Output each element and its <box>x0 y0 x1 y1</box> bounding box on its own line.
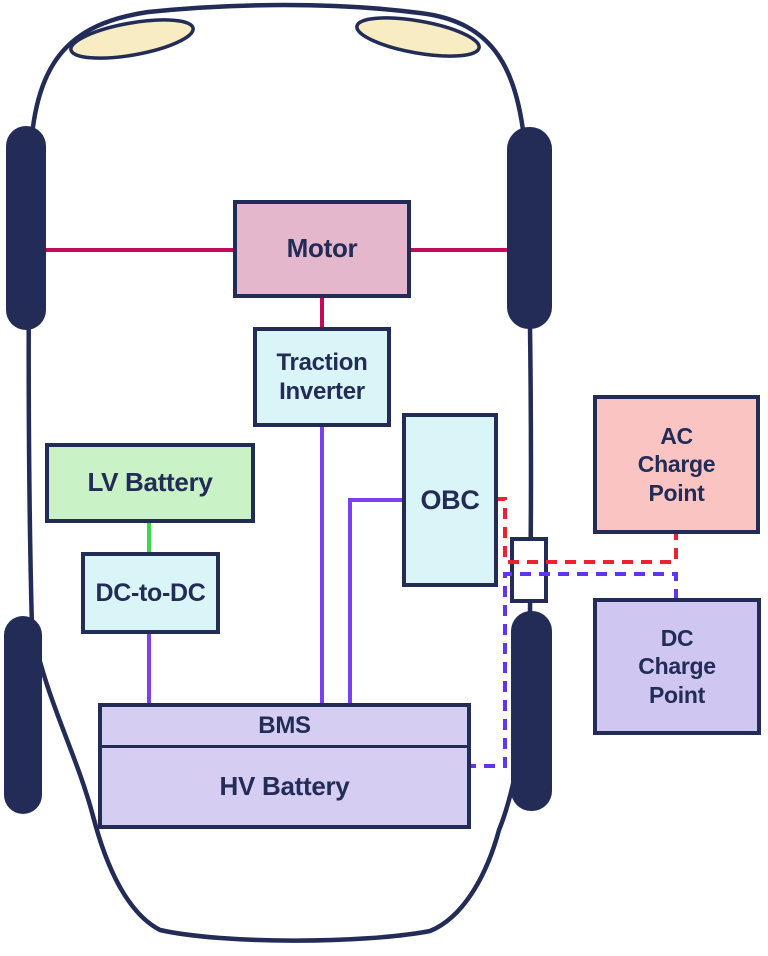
obc-bms-line <box>348 498 405 706</box>
dc-charge-point-label: DC Charge Point <box>638 625 716 708</box>
bms-label: BMS <box>258 712 311 740</box>
traction-inverter-label: Traction Inverter <box>276 348 368 405</box>
hv-dc-dashed-line <box>466 572 678 768</box>
hv-battery-section: HV Battery <box>102 748 467 825</box>
lv-battery-label: LV Battery <box>87 467 213 498</box>
left-headlight-icon <box>69 18 195 60</box>
lv-battery-box: LV Battery <box>45 443 255 523</box>
hv-battery-label: HV Battery <box>219 770 350 801</box>
dc-charge-point-box: DC Charge Point <box>593 598 761 735</box>
front-right-tire <box>507 127 552 329</box>
bms-hv-battery-box: BMS HV Battery <box>98 703 471 829</box>
bms-section: BMS <box>102 707 467 748</box>
ac-charge-point-box: AC Charge Point <box>593 395 760 534</box>
charge-port <box>510 537 548 603</box>
dc-to-dc-box: DC-to-DC <box>81 552 220 634</box>
rear-right-tire <box>511 611 552 811</box>
traction-inverter-box: Traction Inverter <box>253 327 391 427</box>
obc-ac-dashed-line <box>495 497 678 564</box>
right-headlight-icon <box>355 16 481 58</box>
motor-label: Motor <box>286 233 358 264</box>
dc-to-dc-label: DC-to-DC <box>95 578 206 607</box>
obc-box: OBC <box>402 413 498 587</box>
motor-box: Motor <box>233 200 411 298</box>
obc-label: OBC <box>420 484 480 515</box>
rear-left-tire <box>4 616 42 814</box>
ac-charge-point-label: AC Charge Point <box>637 423 716 506</box>
front-left-tire <box>6 126 46 330</box>
